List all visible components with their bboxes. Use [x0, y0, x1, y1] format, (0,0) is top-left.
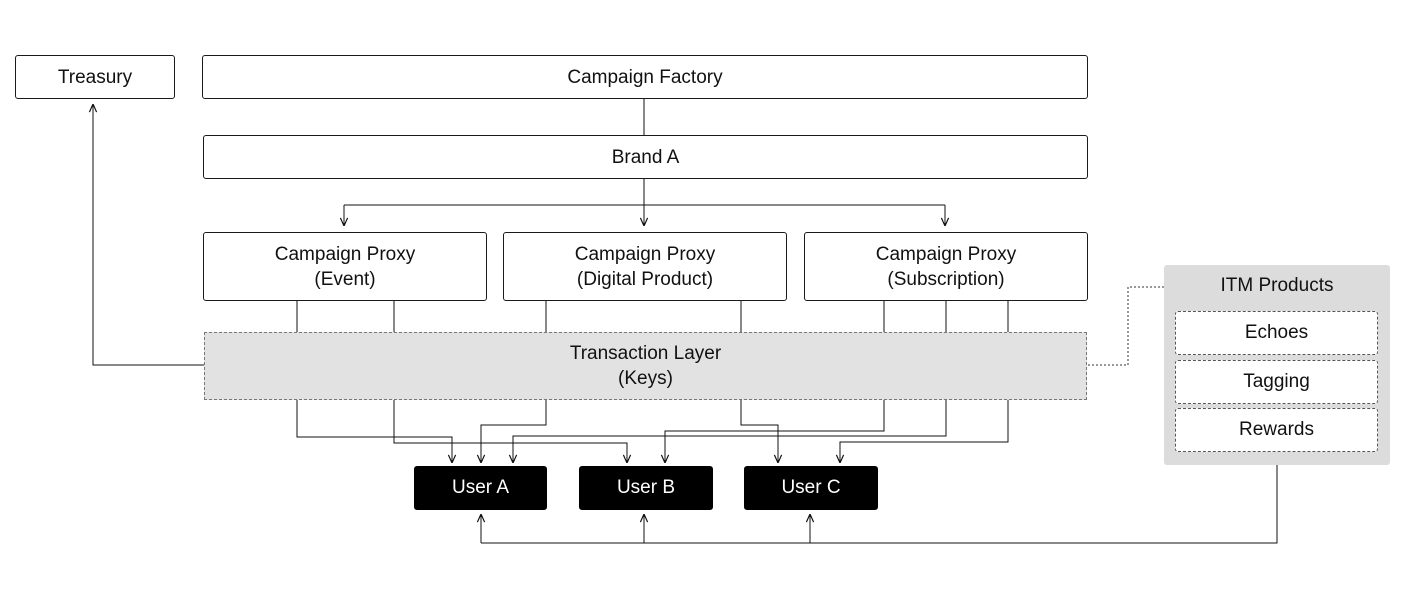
campaign-factory-label: Campaign Factory [567, 66, 723, 88]
proxy-subtitle: (Subscription) [887, 268, 1005, 290]
itm-item-label: Rewards [1239, 419, 1314, 440]
proxy-title: Campaign Proxy [875, 243, 1017, 265]
user-b-box: User B [579, 466, 713, 510]
proxy-subtitle: (Digital Product) [576, 268, 714, 290]
itm-item-tagging: Tagging [1175, 360, 1378, 404]
campaign-proxy-subscription-box: Campaign Proxy (Subscription) [804, 232, 1088, 301]
user-b-label: User B [616, 477, 676, 498]
itm-item-label: Echoes [1244, 322, 1309, 343]
user-c-box: User C [744, 466, 878, 510]
layer-to-treasury-arrow [93, 104, 204, 366]
itm-item-rewards: Rewards [1175, 408, 1378, 452]
transaction-layer-subtitle: (Keys) [618, 368, 673, 389]
treasury-box: Treasury [15, 55, 175, 99]
user-c-label: User C [781, 477, 841, 498]
campaign-factory-box: Campaign Factory [202, 55, 1088, 99]
proxy-subtitle: (Event) [314, 268, 376, 290]
layer-to-itm-dotted-line [1088, 286, 1165, 366]
campaign-proxy-digital-product-box: Campaign Proxy (Digital Product) [503, 232, 787, 301]
proxy-title: Campaign Proxy [574, 243, 716, 265]
itm-item-label: Tagging [1243, 371, 1310, 392]
itm-products-title: ITM Products [1220, 275, 1334, 296]
itm-products-panel: ITM Products Echoes Tagging Rewards [1164, 265, 1390, 465]
transaction-layer-title: Transaction Layer [569, 343, 722, 364]
brand-a-box: Brand A [203, 135, 1088, 179]
itm-item-echoes: Echoes [1175, 311, 1378, 355]
brand-a-label: Brand A [611, 146, 680, 168]
treasury-label: Treasury [57, 66, 133, 88]
itm-to-users-line [481, 465, 1278, 544]
transaction-layer: Transaction Layer (Keys) [204, 332, 1087, 400]
proxy-title: Campaign Proxy [274, 243, 416, 265]
user-a-box: User A [414, 466, 547, 510]
campaign-proxy-event-box: Campaign Proxy (Event) [203, 232, 487, 301]
user-a-label: User A [451, 477, 510, 498]
